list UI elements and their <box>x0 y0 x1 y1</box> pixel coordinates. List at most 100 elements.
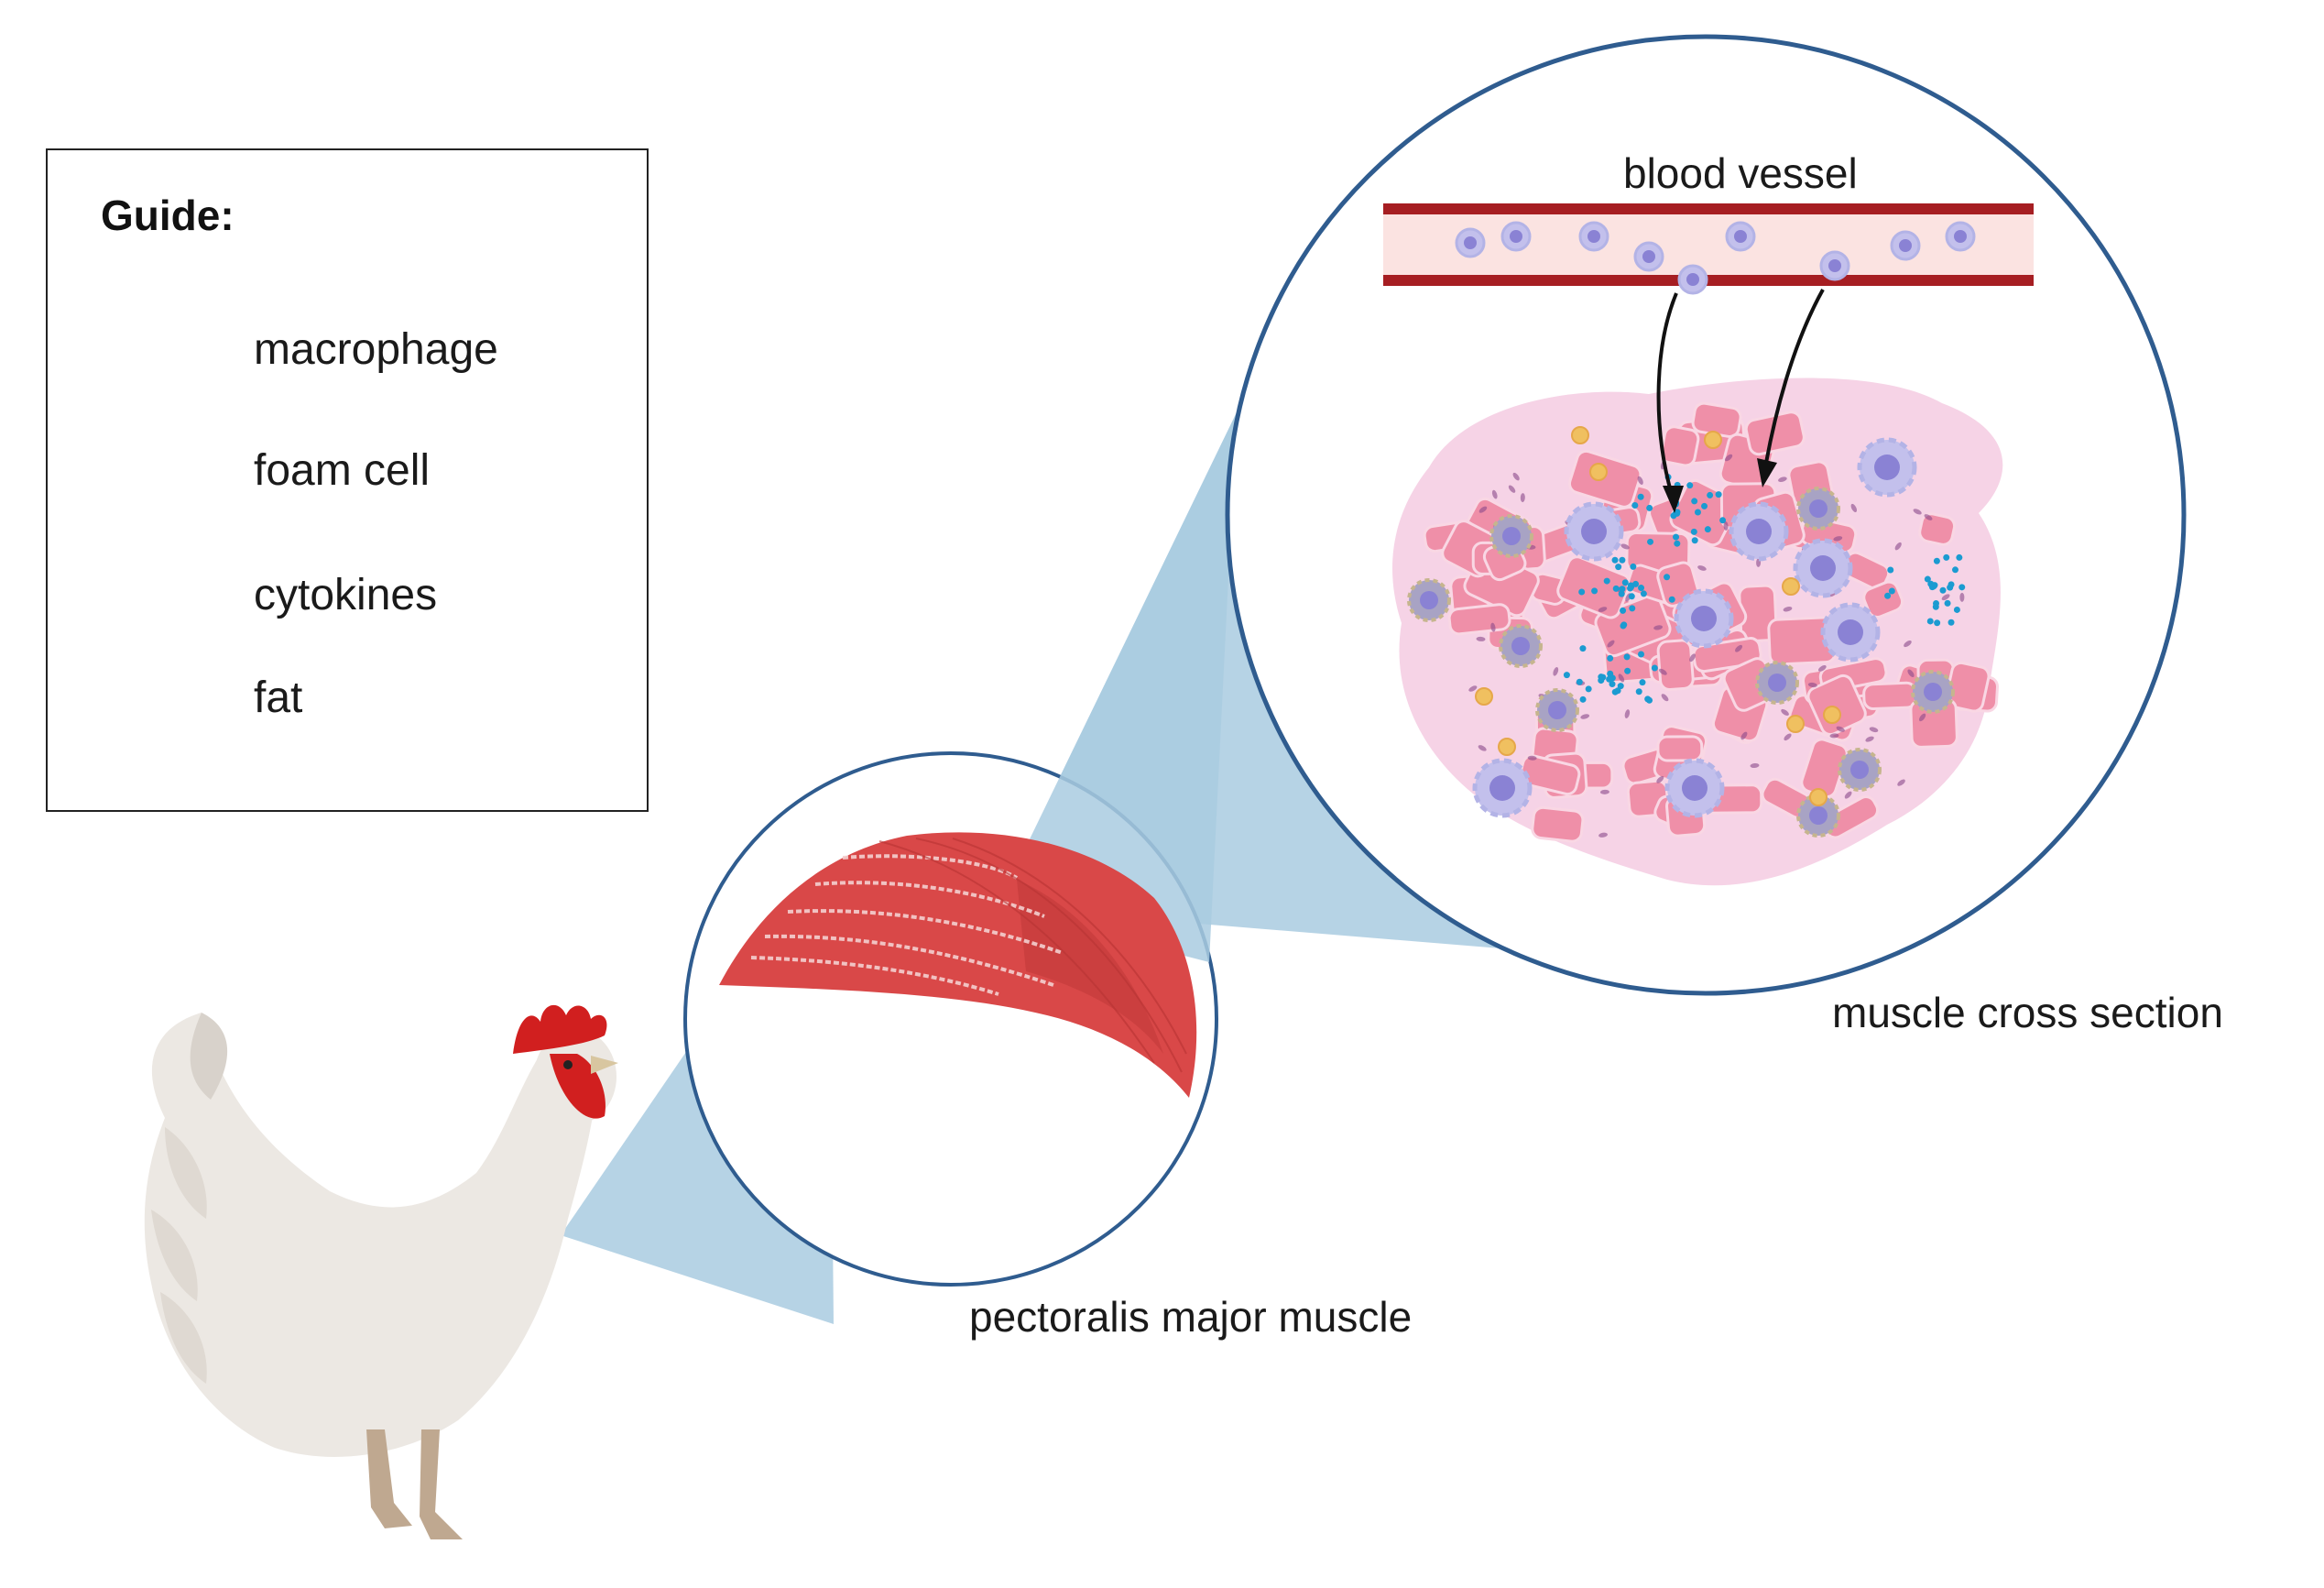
myonucleus <box>1607 640 1615 648</box>
vessel-macrophage <box>1677 264 1708 295</box>
tissue-macrophage <box>1664 758 1725 818</box>
foam-cell <box>1796 487 1840 531</box>
myonucleus <box>1907 669 1915 678</box>
myonucleus <box>1580 714 1590 719</box>
tissue-macrophage <box>1729 501 1789 562</box>
zoom-cone-muscle-inner <box>997 412 1237 962</box>
tissue-macrophage <box>1820 602 1881 663</box>
myonucleus <box>1689 653 1696 663</box>
myonucleus <box>1598 832 1608 838</box>
myonucleus <box>1508 485 1516 493</box>
fat-droplet <box>1823 706 1841 724</box>
myonucleus <box>1778 476 1787 482</box>
fat-droplet <box>1475 687 1493 706</box>
pectoralis-label: pectoralis major muscle <box>969 1293 1413 1341</box>
myonucleus <box>1478 506 1488 513</box>
myonucleus <box>1959 592 1965 602</box>
myonucleus <box>1869 727 1879 733</box>
tissue-macrophage <box>1793 538 1853 598</box>
myonucleus <box>1836 726 1845 732</box>
myonucleus <box>1913 509 1922 515</box>
muscle-fiber <box>1656 639 1695 692</box>
foam-cell <box>1535 688 1579 732</box>
myonucleus <box>1740 731 1748 740</box>
myonucleus <box>1894 542 1902 551</box>
fat-droplet <box>1809 788 1828 806</box>
myonucleus <box>1491 489 1498 499</box>
myonucleus <box>1941 594 1950 601</box>
blood-vessel-label: blood vessel <box>1623 149 1858 197</box>
fat-droplet <box>1571 426 1589 444</box>
muscle-fiber <box>1744 411 1806 456</box>
myonucleus <box>1620 543 1630 550</box>
arrow-head-left <box>1663 486 1684 513</box>
cytokine-cluster <box>1563 645 1658 704</box>
guide-label-foam-cell: foam cell <box>254 446 431 495</box>
muscle-fiber <box>1660 425 1700 467</box>
muscle-fiber <box>1531 805 1585 843</box>
myonucleus <box>1468 685 1478 692</box>
vessel-macrophage <box>1578 221 1609 252</box>
myonucleus <box>1490 622 1496 632</box>
foam-cell <box>1407 578 1451 622</box>
tissue-macrophage <box>1564 501 1624 562</box>
vessel-macrophage <box>1725 221 1756 252</box>
foam-cell <box>1499 624 1543 668</box>
myonucleus <box>1520 493 1525 503</box>
myonucleus <box>1783 607 1793 612</box>
tissue-macrophage <box>1472 758 1533 818</box>
migration-arrows <box>1656 289 1825 496</box>
foam-cell <box>1911 670 1955 714</box>
muscle-cross-section-label: muscle cross section <box>1832 989 2223 1036</box>
muscle-fiber <box>1918 512 1957 546</box>
muscle-fiber <box>1518 754 1581 796</box>
tissue-macrophage <box>1857 437 1917 498</box>
myonucleus <box>1807 682 1817 688</box>
guide-label-macrophage: macrophage <box>254 325 498 374</box>
blood-vessel <box>1383 203 2034 286</box>
myonucleus <box>1723 520 1729 531</box>
foam-cell <box>1838 748 1882 792</box>
guide-title: Guide: <box>101 192 235 239</box>
chicken-illustration <box>144 1004 618 1539</box>
vessel-macrophage <box>1890 230 1921 261</box>
myonucleus <box>1661 694 1669 702</box>
muscle-fiber <box>1567 449 1642 509</box>
myonucleus <box>1697 565 1707 571</box>
guide-legend: Guide: macrophage foam cell cytokines fa… <box>46 148 649 812</box>
vessel-macrophage <box>1500 221 1532 252</box>
myonucleus <box>1653 625 1664 630</box>
myonucleus <box>1478 745 1487 751</box>
pectoralis-muscle-illustration <box>719 832 1197 1098</box>
myonucleus <box>1918 713 1926 722</box>
myonucleus <box>1637 476 1643 486</box>
muscle-fiber <box>1656 735 1704 762</box>
myonucleus <box>1553 667 1559 676</box>
myonucleus <box>1829 733 1839 739</box>
myonucleus <box>1599 789 1609 794</box>
fat-droplet <box>1498 738 1516 756</box>
vessel-macrophage <box>1945 221 1976 252</box>
myonucleus <box>1897 779 1905 786</box>
myonucleus <box>1658 668 1667 675</box>
myonucleus <box>1624 709 1631 718</box>
cytokine-cluster <box>1884 553 1966 627</box>
muscle-fiber <box>1447 603 1511 636</box>
vessel-macrophage <box>1633 241 1664 272</box>
comb <box>513 1004 607 1054</box>
myonucleus <box>1850 503 1858 512</box>
myonucleus <box>1750 762 1760 769</box>
cytokine-cluster <box>1578 556 1675 630</box>
myonucleus <box>1527 755 1537 761</box>
fat-droplet <box>1786 715 1805 733</box>
myonucleus <box>1833 536 1843 542</box>
muscle-fiber <box>1556 555 1631 619</box>
fat-droplet <box>1589 463 1608 481</box>
tissue-macrophage <box>1674 588 1734 649</box>
myonucleus <box>1784 733 1792 741</box>
myonucleus <box>1512 472 1520 481</box>
myonucleus <box>1656 775 1664 783</box>
myonucleus <box>1598 607 1608 612</box>
